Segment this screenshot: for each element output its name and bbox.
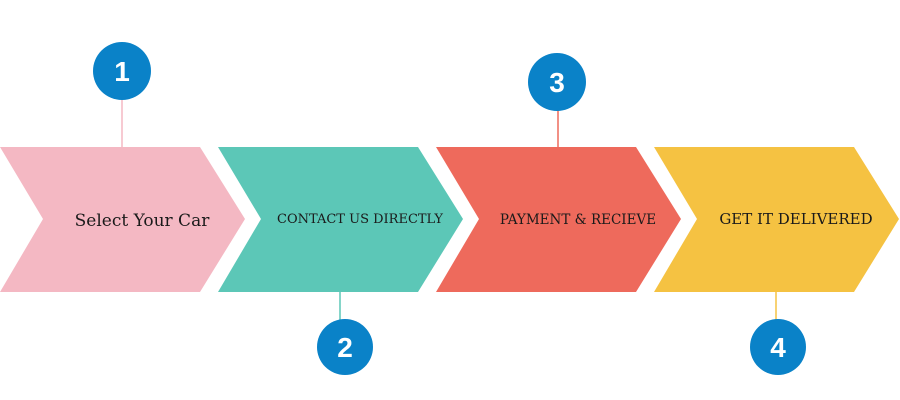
step-1-number: 1 — [114, 56, 130, 87]
step-2-label: CONTACT US DIRECTLY — [277, 212, 443, 227]
step-4-badge: 4 — [750, 319, 806, 375]
step-1-chevron — [0, 147, 245, 292]
step-4-number: 4 — [770, 332, 786, 363]
step-3-chevron — [436, 147, 681, 292]
step-1-badge: 1 — [93, 42, 151, 100]
step-4-label: GET IT DELIVERED — [719, 210, 872, 228]
step-2-badge: 2 — [317, 319, 373, 375]
step-1-label: Select Your Car — [75, 211, 211, 231]
step-3-number: 3 — [549, 67, 565, 98]
step-4-chevron — [654, 147, 899, 292]
step-2-chevron — [218, 147, 463, 292]
step-3-label: PAYMENT & RECIEVE — [500, 212, 656, 228]
step-2-number: 2 — [337, 332, 353, 363]
step-3-badge: 3 — [528, 53, 586, 111]
